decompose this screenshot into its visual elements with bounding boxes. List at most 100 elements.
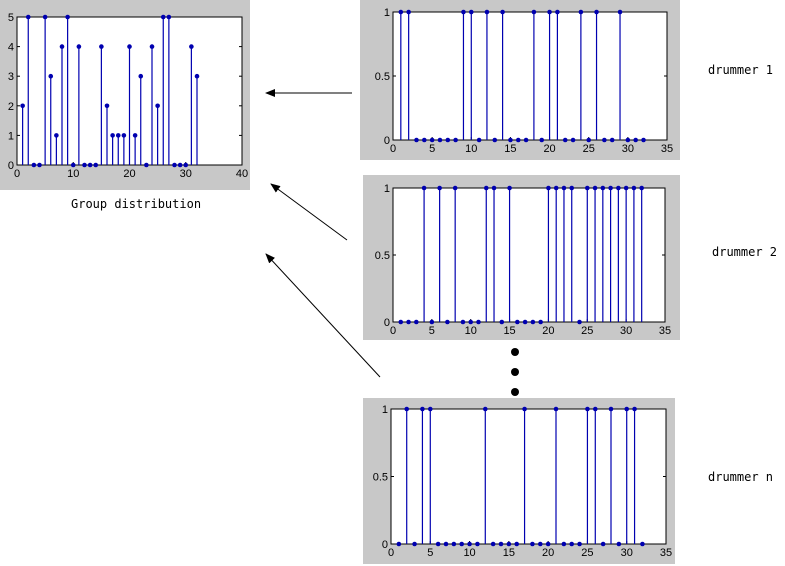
x-tick-label: 10 — [465, 143, 477, 155]
stem-marker — [421, 185, 427, 191]
stem-marker — [87, 162, 93, 168]
stem-marker — [459, 541, 465, 547]
stem-marker — [138, 73, 144, 79]
x-tick-label: 25 — [581, 325, 593, 337]
stem-marker — [498, 541, 504, 547]
stem-marker — [514, 541, 520, 547]
stem-marker — [508, 137, 513, 143]
stem-marker — [639, 185, 644, 191]
x-tick-label: 20 — [542, 325, 554, 337]
stem-marker — [500, 9, 505, 15]
stem-marker — [414, 137, 419, 143]
stem-marker — [110, 133, 115, 138]
stem-marker — [468, 9, 474, 15]
stem-marker — [531, 9, 537, 15]
stem-marker — [553, 185, 559, 191]
stem-marker — [476, 319, 481, 325]
y-tick-label: 0 — [8, 160, 14, 172]
stem-marker — [435, 541, 441, 547]
stem-marker — [42, 14, 48, 20]
stem-marker — [569, 541, 575, 547]
drummer-1-label: drummer 1 — [708, 63, 774, 77]
stem-marker — [570, 137, 576, 143]
stem-marker — [632, 406, 637, 412]
y-tick-label: 4 — [8, 42, 14, 54]
x-tick-label: 10 — [67, 168, 79, 180]
stem-marker — [555, 9, 560, 15]
stem-marker — [515, 319, 520, 325]
stem-marker — [452, 185, 458, 191]
stem-marker — [437, 185, 442, 191]
drummer-n-label: drummer n — [708, 470, 774, 484]
stem-marker — [585, 406, 590, 412]
stem-marker — [427, 406, 433, 412]
stem-marker — [600, 541, 606, 547]
stem-marker — [76, 44, 82, 49]
stem-marker — [577, 541, 582, 547]
stem-marker — [468, 319, 474, 325]
arrow-drummern-to-group — [265, 253, 381, 378]
stem-marker — [592, 406, 598, 412]
stem-marker — [640, 541, 645, 547]
stem-marker — [577, 319, 582, 325]
stem-marker — [545, 541, 551, 547]
stem-marker — [398, 9, 404, 15]
x-tick-label: 15 — [503, 547, 515, 559]
stem-marker — [451, 541, 457, 547]
stem-marker — [507, 185, 512, 191]
x-tick-label: 0 — [390, 325, 396, 337]
stem-marker — [530, 319, 536, 325]
stem-marker — [530, 541, 535, 547]
stem-marker — [546, 185, 551, 191]
x-tick-label: 10 — [463, 547, 475, 559]
x-tick-label: 35 — [661, 143, 673, 155]
stem-marker — [189, 44, 194, 49]
y-tick-label: 0 — [384, 317, 390, 329]
arrow-drummer2-to-group — [270, 183, 348, 241]
stem-marker — [183, 162, 189, 168]
stem-marker — [37, 162, 42, 168]
drummer-2-label: drummer 2 — [712, 245, 778, 259]
stem-marker — [414, 319, 419, 325]
x-tick-label: 35 — [659, 325, 671, 337]
y-tick-label: 0 — [382, 539, 388, 551]
y-tick-label: 1 — [384, 7, 390, 19]
stem-marker — [437, 137, 443, 143]
stem-marker — [121, 133, 127, 138]
stem-marker — [443, 541, 449, 547]
x-tick-label: 5 — [427, 547, 433, 559]
stem-marker — [491, 185, 497, 191]
stem-marker — [166, 14, 172, 20]
stem-marker — [631, 185, 637, 191]
y-tick-label: 5 — [8, 12, 14, 24]
stem-marker — [412, 541, 417, 547]
stem-marker — [445, 137, 451, 143]
y-tick-label: 0.5 — [373, 472, 388, 484]
x-tick-label: 30 — [180, 168, 192, 180]
x-tick-label: 15 — [504, 143, 516, 155]
stem-marker — [484, 9, 490, 15]
x-tick-label: 25 — [583, 143, 595, 155]
stem-marker — [194, 73, 200, 79]
stem-marker — [586, 137, 592, 143]
ellipsis-dot — [511, 348, 519, 356]
stem-marker — [104, 103, 110, 109]
stem-marker — [624, 406, 630, 412]
stem-marker — [406, 319, 411, 325]
ellipsis-dot — [511, 368, 519, 376]
plot-axes — [390, 408, 667, 545]
x-tick-label: 0 — [390, 143, 396, 155]
stem-marker — [641, 137, 646, 143]
x-tick-label: 25 — [581, 547, 593, 559]
stem-marker — [506, 541, 512, 547]
stem-marker — [475, 541, 480, 547]
x-tick-label: 15 — [503, 325, 515, 337]
stem-marker — [406, 9, 411, 15]
y-tick-label: 1 — [382, 404, 388, 416]
stem-marker — [562, 137, 568, 143]
stem-marker — [132, 133, 138, 138]
stem-marker — [177, 162, 183, 168]
